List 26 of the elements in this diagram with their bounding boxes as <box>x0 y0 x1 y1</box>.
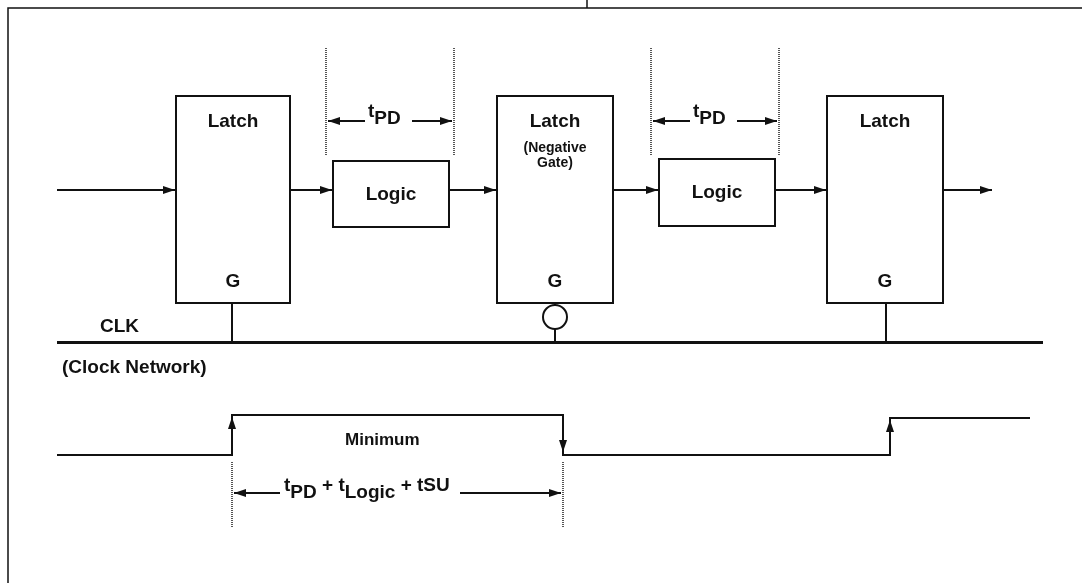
block-title: Latch <box>529 111 581 132</box>
arrow <box>943 186 993 194</box>
timing-label: Minimum <box>345 430 420 450</box>
block-title: Latch <box>859 111 911 132</box>
arrow <box>449 186 497 194</box>
arrow <box>775 186 827 194</box>
gate-pin-label: G <box>225 271 241 292</box>
logic-block <box>658 158 776 227</box>
arrow <box>290 186 333 194</box>
latch-note: (Negative Gate) <box>522 139 588 170</box>
latch-block <box>175 95 291 304</box>
latch-block <box>826 95 944 304</box>
arrow <box>613 186 659 194</box>
clock-line <box>57 341 1043 344</box>
signal-label: (Clock Network) <box>62 356 207 378</box>
logic-block <box>332 160 450 228</box>
arrow <box>56 186 176 194</box>
connector-line <box>231 303 233 342</box>
block-title: Logic <box>691 182 743 203</box>
latch-block <box>496 95 614 304</box>
gate-pin-label: G <box>877 271 893 292</box>
block-title: Logic <box>365 183 417 205</box>
gate-pin-label: G <box>547 271 563 292</box>
connector-line <box>885 303 887 342</box>
block-title: Latch <box>207 111 259 132</box>
signal-label: CLK <box>100 315 140 337</box>
